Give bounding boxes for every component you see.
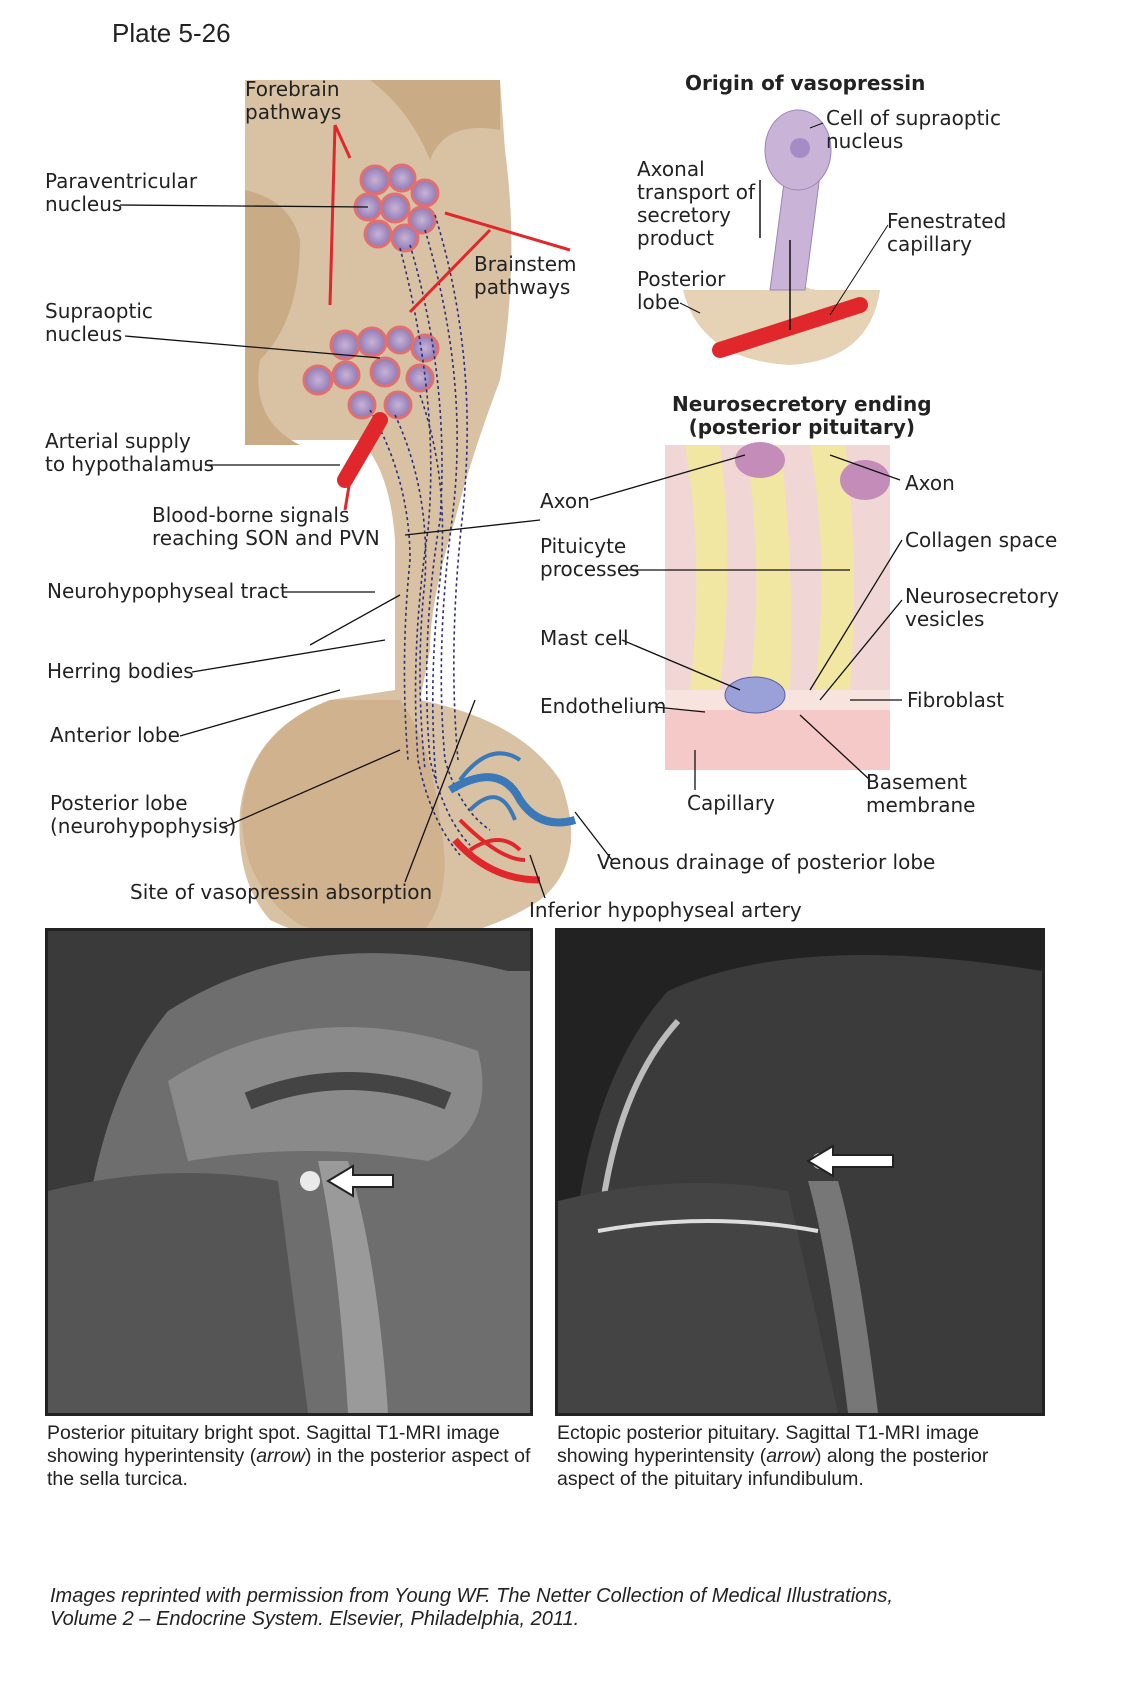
anterior-lobe-shape (241, 700, 445, 939)
brain-upper-fold (370, 80, 500, 160)
forebrain-pathways-label: Forebrain pathways (245, 77, 342, 124)
mri-left-arrow (326, 1164, 394, 1198)
blood-borne-signals-label: Blood-borne signals reaching SON and PVN (152, 503, 380, 550)
origin-posterior-lobe-label: Posterior lobe (637, 267, 726, 314)
ending-panel-title: Neurosecretory ending (posterior pituita… (672, 392, 932, 439)
pituicyte-processes-label: Pituicyte processes (540, 534, 640, 581)
arterial-supply-vessel (337, 412, 388, 488)
paraventricular-nucleus-label: Paraventricular nucleus (45, 169, 198, 216)
axon-right-label: Axon (905, 471, 955, 495)
leader-lines (119, 204, 613, 899)
mri-image-bright-spot (45, 928, 533, 1416)
endothelium-label: Endothelium (540, 694, 667, 718)
mri-image-ectopic (555, 928, 1045, 1416)
mri-right-arrow (806, 1144, 894, 1178)
mast-cell-label: Mast cell (540, 626, 629, 650)
brainstem-pathways-label: Brainstem pathways (474, 252, 577, 299)
inferior-artery-label: Inferior hypophyseal artery (529, 898, 802, 922)
collagen-space-label: Collagen space (905, 528, 1058, 552)
venous-drainage-label: Venous drainage of posterior lobe (597, 850, 936, 874)
cell-supraoptic-label: Cell of supraoptic nucleus (826, 106, 1001, 153)
axonal-transport-label: Axonal transport of secretory product (637, 157, 756, 250)
origin-panel-art (679, 109, 889, 365)
posterior-lobe-vessels (447, 751, 577, 884)
anterior-lobe-label: Anterior lobe (50, 723, 180, 747)
axon-left-label: Axon (540, 489, 590, 513)
arterial-supply-label: Arterial supply to hypothalamus (45, 429, 215, 476)
basement-membrane-label: Basement membrane (866, 770, 976, 817)
image-credit: Images reprinted with permission from Yo… (50, 1585, 893, 1630)
ending-panel-art (589, 442, 903, 790)
fibroblast-label: Fibroblast (907, 688, 1005, 712)
supraoptic-cells (302, 325, 440, 420)
plate-number: Plate 5-26 (112, 18, 231, 48)
supraoptic-nucleus-label: Supraoptic nucleus (45, 299, 153, 346)
capillary-label: Capillary (687, 791, 775, 815)
origin-panel-title: Origin of vasopressin (685, 71, 926, 95)
neurosecretory-vesicles-label: Neurosecretory vesicles (905, 584, 1059, 631)
herring-bodies-label: Herring bodies (47, 659, 194, 683)
site-absorption-label: Site of vasopressin absorption (130, 880, 433, 904)
fenestrated-capillary-label: Fenestrated capillary (887, 209, 1007, 256)
ventricle-shape (245, 190, 300, 445)
mri-left-caption: Posterior pituitary bright spot. Sagitta… (47, 1422, 531, 1490)
mri-right-caption: Ectopic posterior pituitary. Sagittal T1… (557, 1422, 989, 1490)
posterior-lobe-label: Posterior lobe (neurohypophysis) (50, 791, 237, 838)
neurohypophyseal-tract-label: Neurohypophyseal tract (47, 579, 288, 603)
pathway-arrows (328, 124, 571, 511)
